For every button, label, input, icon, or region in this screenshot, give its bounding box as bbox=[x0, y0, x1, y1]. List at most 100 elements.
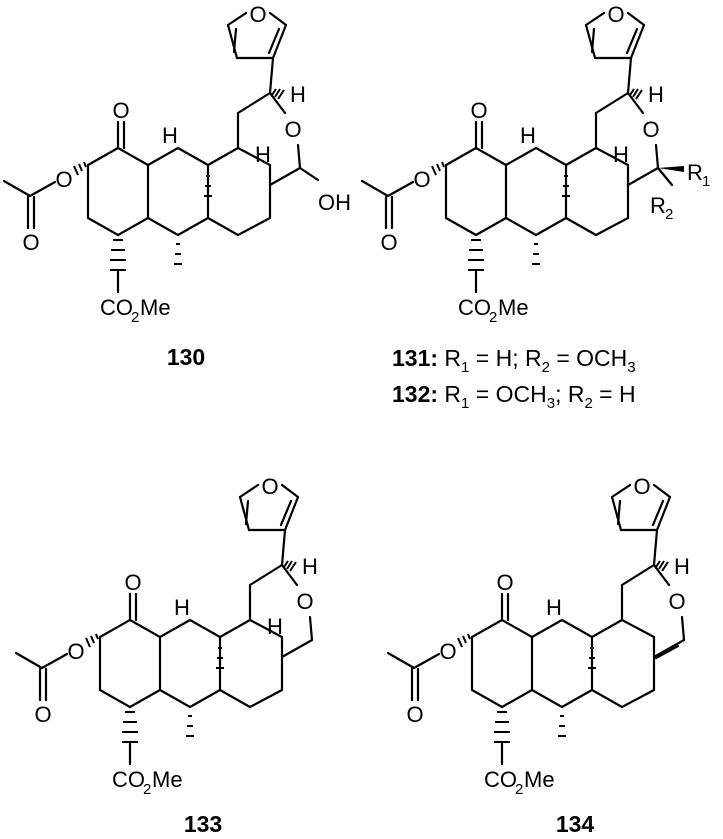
furan-ring bbox=[226, 11, 288, 60]
bond bbox=[564, 216, 598, 237]
hydrogen-label: H bbox=[520, 123, 536, 148]
enol-bond bbox=[652, 638, 686, 659]
subscript-label: 2 bbox=[143, 781, 151, 798]
compound-number: 133 bbox=[184, 811, 222, 837]
bond bbox=[626, 91, 645, 115]
bond bbox=[206, 216, 240, 237]
hash-wedge bbox=[494, 711, 510, 743]
ketone-oxygen-label: O bbox=[496, 570, 513, 595]
hash-wedge bbox=[532, 243, 540, 265]
hash-wedge bbox=[468, 239, 484, 271]
hydrogen-label: H bbox=[174, 595, 190, 620]
structure-133: O O H O bbox=[14, 474, 318, 798]
bond bbox=[176, 146, 210, 167]
bond bbox=[248, 563, 284, 587]
carbonyl-oxygen-label: O bbox=[380, 230, 397, 255]
hydrogen-label: H bbox=[613, 142, 629, 167]
bond bbox=[28, 180, 57, 198]
r2-subscript: 2 bbox=[665, 206, 673, 223]
bond bbox=[620, 618, 656, 639]
bond bbox=[218, 618, 252, 639]
bond bbox=[2, 179, 32, 198]
furan-ring bbox=[584, 11, 646, 60]
structure-130: O O OH H bbox=[2, 2, 351, 326]
hydrogen-label: H bbox=[290, 82, 306, 107]
bond bbox=[116, 216, 150, 237]
carbonyl-oxygen-label: O bbox=[22, 230, 39, 255]
bond bbox=[128, 688, 162, 709]
bond bbox=[158, 618, 192, 639]
bond bbox=[280, 638, 314, 659]
subscript-label: 2 bbox=[515, 781, 523, 798]
bond bbox=[268, 91, 287, 115]
ester-oxygen-label: O bbox=[439, 639, 456, 664]
bond bbox=[236, 146, 272, 167]
hydroxyl-label: OH bbox=[318, 190, 351, 215]
bond bbox=[680, 615, 686, 642]
bond bbox=[626, 166, 660, 187]
furan-oxygen-label: O bbox=[607, 2, 624, 27]
bond bbox=[128, 618, 162, 639]
hash-wedge bbox=[186, 715, 194, 737]
subscript-label: 2 bbox=[131, 309, 139, 326]
bond bbox=[530, 618, 564, 639]
bond bbox=[14, 651, 44, 670]
methyl-label: Me bbox=[152, 767, 183, 792]
r1-label: R bbox=[687, 160, 703, 185]
bond bbox=[248, 618, 284, 639]
hash-wedge bbox=[110, 239, 126, 271]
bond bbox=[620, 563, 656, 587]
bond bbox=[534, 146, 568, 167]
bond bbox=[594, 216, 630, 237]
furan-oxygen-label: O bbox=[633, 474, 650, 499]
bond bbox=[444, 216, 478, 237]
bond bbox=[474, 146, 508, 167]
ring-oxygen-label: O bbox=[642, 117, 659, 142]
bond bbox=[590, 688, 624, 709]
ester-oxygen-label: O bbox=[413, 167, 430, 192]
co-label: CO bbox=[484, 767, 517, 792]
bond bbox=[474, 216, 508, 237]
substituent-legend: 131: R1 = H; R2 = OCH3 132: R1 = OCH3; R… bbox=[392, 345, 636, 412]
bond bbox=[534, 216, 568, 237]
hydrogen-label: H bbox=[255, 142, 271, 167]
hydrogen-label: H bbox=[302, 554, 318, 579]
bond bbox=[560, 688, 594, 709]
r1-subscript: 1 bbox=[702, 173, 710, 190]
bond bbox=[248, 688, 284, 709]
bond bbox=[98, 618, 132, 639]
bond bbox=[86, 146, 120, 167]
bond bbox=[560, 618, 594, 639]
hash-wedge bbox=[562, 175, 570, 197]
hash-wedge bbox=[122, 711, 138, 743]
furan-bond bbox=[652, 528, 659, 567]
bond bbox=[188, 688, 222, 709]
bond bbox=[500, 688, 534, 709]
bond bbox=[146, 146, 180, 167]
co-label: CO bbox=[100, 295, 133, 320]
bond bbox=[470, 618, 504, 639]
compound-number: 134 bbox=[556, 811, 595, 837]
bond bbox=[654, 143, 660, 170]
hash-wedge bbox=[216, 647, 224, 669]
hydrogen-label: H bbox=[546, 595, 562, 620]
hash-wedge bbox=[588, 647, 596, 669]
carbonyl-oxygen-label: O bbox=[34, 702, 51, 727]
hash-wedge bbox=[85, 633, 99, 648]
bond bbox=[236, 216, 272, 237]
r2-label: R bbox=[650, 193, 666, 218]
bond bbox=[590, 618, 624, 639]
wedge-bond bbox=[658, 166, 684, 172]
structure-131: O O R 1 R 2 H bbox=[360, 2, 710, 326]
bond bbox=[188, 618, 222, 639]
bond bbox=[98, 688, 132, 709]
compound-number: 130 bbox=[167, 344, 205, 370]
bond bbox=[504, 216, 538, 237]
hydrogen-label: H bbox=[162, 123, 178, 148]
bond bbox=[594, 91, 630, 115]
hydrogen-label: H bbox=[674, 554, 690, 579]
bond bbox=[116, 146, 150, 167]
bond bbox=[386, 180, 415, 198]
hydrogen-label: H bbox=[267, 614, 283, 639]
